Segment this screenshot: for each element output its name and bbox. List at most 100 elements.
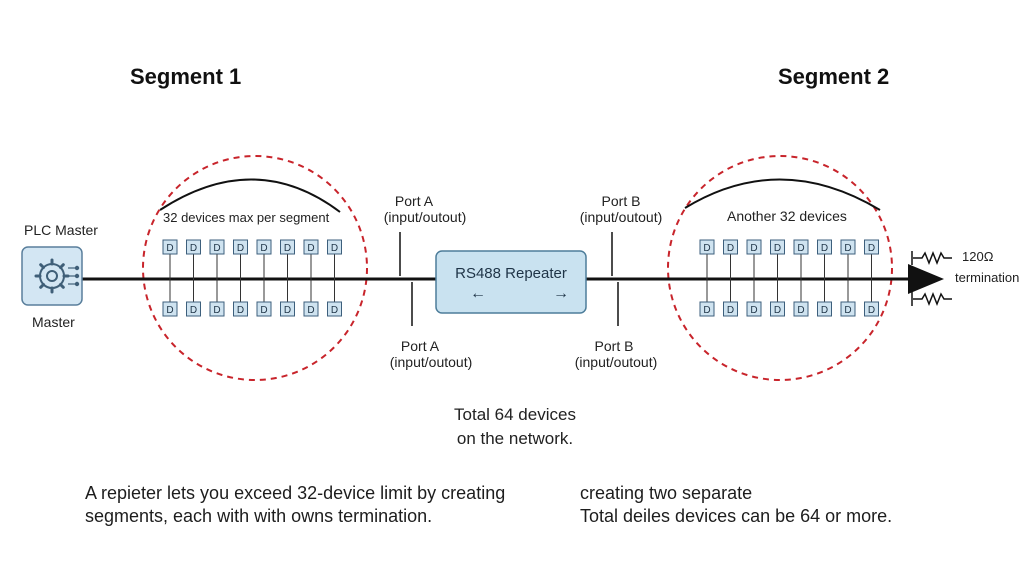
device-label: D [190, 243, 197, 254]
device-box [186, 239, 201, 255]
termination-resistor-top [911, 250, 952, 266]
device-label: D [284, 305, 291, 316]
repeater-box [435, 250, 587, 314]
device-box [864, 239, 879, 255]
device-label: D [703, 243, 710, 254]
device-box [327, 239, 342, 255]
device-box [256, 239, 272, 255]
device-s1-bottom-4: D [233, 279, 248, 317]
plc-master-box [21, 246, 83, 306]
device-s1-bottom-1: D [162, 279, 178, 317]
device-label: D [750, 305, 757, 316]
device-label: D [307, 305, 314, 316]
device-box [864, 301, 879, 317]
device-s2-top-2: D [723, 239, 738, 279]
device-label: D [166, 305, 173, 316]
segment-1-arc [159, 178, 341, 213]
device-box [256, 301, 272, 317]
device-label: D [774, 305, 781, 316]
device-label: D [868, 305, 875, 316]
device-box [840, 301, 856, 317]
port-a-top-desc: (input/outout) [383, 209, 467, 226]
device-s1-top-4: D [233, 239, 248, 279]
device-label: D [750, 243, 757, 254]
gear-circuit-icon [34, 258, 80, 294]
device-label: D [727, 243, 734, 254]
device-s2-bottom-8: D [864, 279, 879, 317]
device-box [303, 301, 319, 317]
device-s1-top-7: D [303, 239, 319, 279]
device-s2-top-3: D [746, 239, 762, 279]
device-label: D [797, 243, 804, 254]
segment-1-devices: D D D D D D D D D D D D D D D D [162, 239, 342, 317]
device-box [233, 301, 248, 317]
device-s1-top-5: D [256, 239, 272, 279]
device-box [162, 301, 178, 317]
plc-master-label: PLC Master [24, 222, 98, 238]
device-label: D [237, 305, 244, 316]
termination-label: termination [955, 270, 1020, 285]
note-left-line-1: A repieter lets you exceed 32-device lim… [85, 483, 506, 503]
device-label: D [260, 305, 267, 316]
device-label: D [190, 305, 197, 316]
device-s2-bottom-7: D [840, 279, 856, 317]
device-box [723, 301, 738, 317]
total-line-2: on the network. [456, 428, 574, 448]
device-label: D [727, 305, 734, 316]
device-s2-top-5: D [793, 239, 809, 279]
total-devices-note: Total 64 devices on the network. [430, 403, 600, 451]
device-box [186, 301, 201, 317]
device-label: D [307, 243, 314, 254]
device-s2-bottom-5: D [793, 279, 809, 317]
device-label: D [166, 243, 173, 254]
device-s1-bottom-8: D [327, 279, 342, 317]
device-label: D [774, 243, 781, 254]
device-box [303, 239, 319, 255]
segment-2-boundary [667, 155, 893, 381]
device-label: D [213, 243, 220, 254]
device-s2-bottom-3: D [746, 279, 762, 317]
device-box [162, 239, 178, 255]
port-a-top-label: Port A (input/outout) [370, 193, 480, 225]
note-right-line-1: creating two separate [580, 483, 753, 503]
device-s2-top-4: D [770, 239, 785, 279]
port-b-top-desc: (input/outout) [579, 209, 663, 226]
arrow-left-icon: ← [470, 285, 486, 302]
device-label: D [331, 243, 338, 254]
device-label: D [844, 243, 851, 254]
segment-1-title: Segment 1 [130, 64, 242, 89]
device-box [817, 239, 832, 255]
arrow-right-icon: → [553, 285, 569, 302]
device-box [817, 301, 832, 317]
note-right-line-2: Total deiles devices can be 64 or more. [580, 506, 893, 527]
device-box [209, 239, 225, 255]
device-s1-top-6: D [280, 239, 295, 279]
device-box [770, 301, 785, 317]
device-s2-top-7: D [840, 239, 856, 279]
device-label: D [213, 305, 220, 316]
device-box [723, 239, 738, 255]
device-label: D [844, 305, 851, 316]
device-box [699, 239, 715, 255]
port-b-bottom-desc: (input/outout) [574, 354, 658, 371]
device-s2-bottom-1: D [699, 279, 715, 317]
repeater-title: RS488 Repeater [455, 265, 567, 282]
device-s1-top-1: D [162, 239, 178, 279]
device-label: D [284, 243, 291, 254]
termination-resistor-bottom [911, 291, 952, 307]
device-s2-bottom-4: D [770, 279, 785, 317]
device-s1-bottom-5: D [256, 279, 272, 317]
segment-2-caption: Another 32 devices [727, 208, 847, 224]
device-s1-bottom-7: D [303, 279, 319, 317]
segment-1-boundary [142, 155, 368, 381]
device-box [793, 301, 809, 317]
termination-value: 120Ω [962, 249, 994, 264]
segment-2-title: Segment 2 [778, 64, 890, 89]
port-b-bottom-label: Port B (input/outout) [561, 338, 671, 370]
total-line-1: Total 64 devices [454, 405, 576, 424]
device-s1-bottom-6: D [280, 279, 295, 317]
device-s2-top-8: D [864, 239, 879, 279]
device-s2-top-1: D [699, 239, 715, 279]
port-b-top-name: Port B [601, 193, 641, 209]
device-label: D [260, 243, 267, 254]
